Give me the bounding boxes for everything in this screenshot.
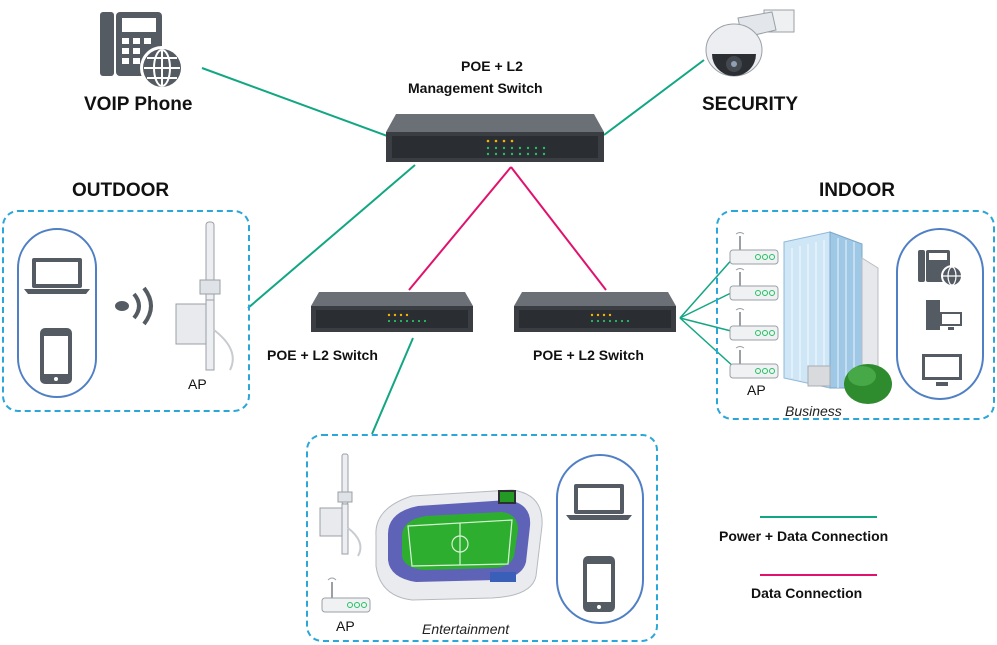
router-icon [321,577,371,613]
indoor-box [716,210,995,420]
monitor-icon [922,354,962,386]
main-switch-title-line1: POE + L2 [461,58,523,74]
right-switch-label: POE + L2 Switch [533,347,644,363]
router-icon [729,268,779,301]
left-switch-label: POE + L2 Switch [267,347,378,363]
line-left-switch-to-entertainment [371,337,414,435]
router-icon [729,308,779,341]
legend-power-data-label: Power + Data Connection [719,528,889,544]
line-security-to-main-switch [603,59,705,136]
right-switch-icon [514,292,676,332]
business-label: Business [785,403,842,419]
line-main-switch-to-outdoor [247,164,416,309]
security-camera-icon [705,9,795,77]
voip-phone-label: VOIP Phone [84,94,193,115]
left-switch-icon [311,292,473,332]
line-voip-to-main-switch [201,67,391,138]
router-icon [729,346,779,379]
legend-data-label: Data Connection [751,585,863,601]
main-switch-icon [386,114,604,162]
outdoor-ap-label: AP [188,376,207,392]
laptop-icon [24,258,90,294]
building-icon [783,231,892,404]
indoor-ap-label: AP [747,382,766,398]
main-switch-title-line2: Management Switch [408,80,543,96]
voip-phone-icon [918,250,963,287]
smartphone-icon [40,328,72,384]
outdoor-box [2,210,250,412]
access-point-icon [175,221,234,371]
wifi-signal-icon [115,286,153,326]
desktop-computer-icon [926,300,962,330]
security-label: SECURITY [702,94,799,115]
entertainment-label: Entertainment [422,621,510,637]
voip-phone-icon [100,12,184,90]
entertainment-ap-label: AP [336,618,355,634]
line-main-to-left-switch [408,166,512,291]
laptop-icon [566,484,632,520]
stadium-icon [375,489,543,601]
outdoor-label: OUTDOOR [72,180,170,201]
access-point-icon [319,453,362,557]
indoor-label: INDOOR [819,180,895,201]
smartphone-icon [583,556,615,612]
entertainment-box [306,434,658,642]
line-main-to-right-switch [510,166,607,291]
router-icon [729,232,779,265]
